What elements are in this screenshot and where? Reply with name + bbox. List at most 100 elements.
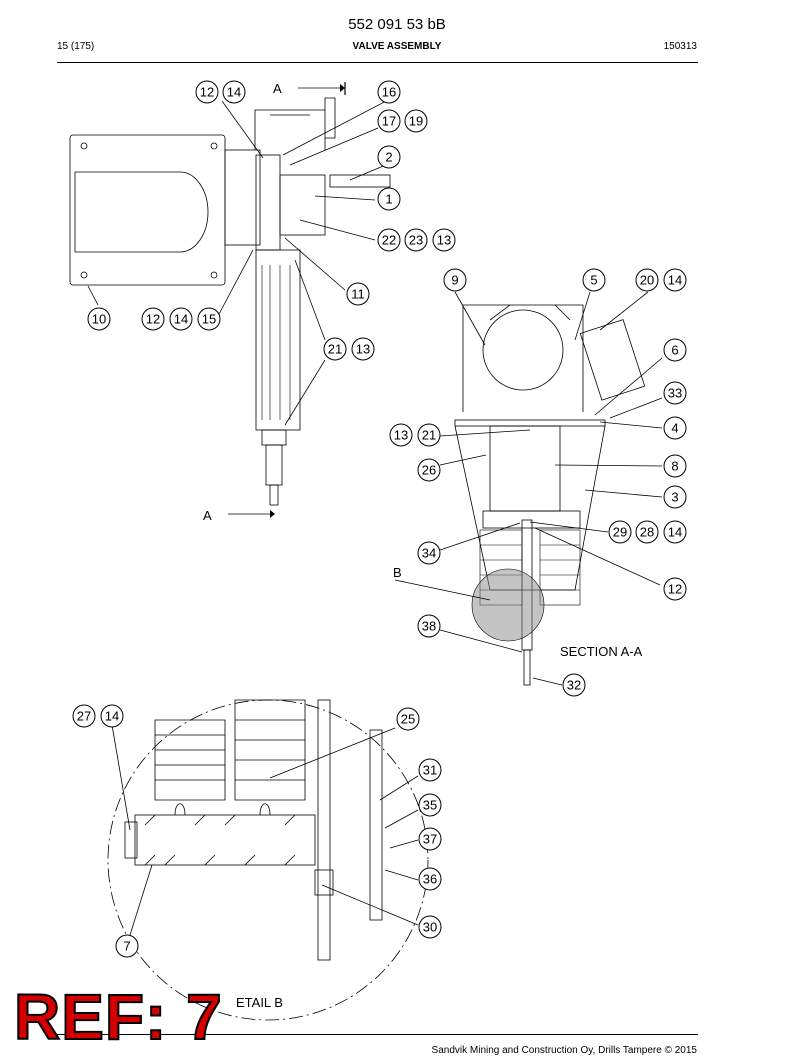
svg-text:38: 38 [422, 619, 436, 634]
callout-9: 9 [443, 268, 467, 292]
svg-text:11: 11 [351, 287, 365, 302]
callout-11: 11 [346, 282, 370, 306]
callout-34: 34 [417, 541, 441, 565]
callout-4: 4 [663, 416, 687, 440]
svg-text:15: 15 [202, 312, 216, 327]
svg-text:35: 35 [423, 798, 437, 813]
svg-text:31: 31 [423, 763, 437, 778]
svg-text:5: 5 [590, 273, 597, 288]
callout-13: 13 [351, 337, 375, 361]
svg-text:6: 6 [671, 343, 678, 358]
callout-26: 26 [417, 458, 441, 482]
svg-text:22: 22 [382, 233, 396, 248]
callout-14: 14 [663, 520, 687, 544]
callout-23: 23 [404, 228, 428, 252]
callout-3: 3 [663, 485, 687, 509]
section-arrow-top [340, 84, 345, 92]
ref-stamp: REF: 7 [13, 981, 223, 1053]
callout-13: 13 [389, 423, 413, 447]
front-view-drawing [69, 97, 391, 506]
footer-rule [57, 1034, 698, 1035]
callout-20: 20 [635, 268, 659, 292]
svg-text:14: 14 [668, 273, 682, 288]
svg-text:25: 25 [401, 712, 415, 727]
svg-text:37: 37 [423, 832, 437, 847]
svg-text:12: 12 [146, 312, 160, 327]
document-number: 552 091 53 bB [348, 16, 446, 33]
svg-text:10: 10 [92, 312, 106, 327]
svg-text:12: 12 [200, 85, 214, 100]
svg-text:13: 13 [356, 342, 370, 357]
callout-17: 17 [377, 109, 401, 133]
svg-text:28: 28 [640, 525, 654, 540]
detail-b-drawing [107, 699, 429, 1021]
header-rule [57, 62, 698, 63]
callout-13: 13 [432, 228, 456, 252]
svg-text:27: 27 [77, 709, 91, 724]
section-a-top-label: A [273, 81, 282, 96]
callout-22: 22 [377, 228, 401, 252]
callout-1: 1 [377, 187, 401, 211]
svg-text:12: 12 [668, 582, 682, 597]
svg-text:16: 16 [382, 85, 396, 100]
svg-text:26: 26 [422, 463, 436, 478]
svg-text:21: 21 [328, 342, 342, 357]
svg-text:7: 7 [123, 939, 130, 954]
svg-text:8: 8 [671, 459, 678, 474]
svg-text:23: 23 [409, 233, 423, 248]
callout-10: 10 [87, 307, 111, 331]
callout-30: 30 [418, 915, 442, 939]
svg-text:1: 1 [385, 192, 392, 207]
page-title: VALVE ASSEMBLY [352, 41, 442, 52]
svg-text:33: 33 [668, 386, 682, 401]
callout-14: 14 [100, 704, 124, 728]
svg-text:14: 14 [668, 525, 682, 540]
detail-b-label: ETAIL B [236, 995, 283, 1010]
svg-text:14: 14 [227, 85, 241, 100]
callout-12: 12 [195, 80, 219, 104]
svg-text:36: 36 [423, 872, 437, 887]
callout-29: 29 [608, 520, 632, 544]
callout-5: 5 [582, 268, 606, 292]
callout-19: 19 [404, 109, 428, 133]
section-aa-label: SECTION A-A [560, 644, 643, 659]
callout-8: 8 [663, 454, 687, 478]
callout-2: 2 [377, 145, 401, 169]
callout-35: 35 [418, 793, 442, 817]
copyright: Sandvik Mining and Construction Oy, Dril… [431, 1045, 697, 1056]
callout-31: 31 [418, 758, 442, 782]
section-aa-drawing [454, 304, 646, 686]
callout-12: 12 [141, 307, 165, 331]
callout-14: 14 [169, 307, 193, 331]
callout-38: 38 [417, 614, 441, 638]
callout-16: 16 [377, 80, 401, 104]
callout-15: 15 [197, 307, 221, 331]
callout-27: 27 [72, 704, 96, 728]
section-arrow-bottom [270, 510, 275, 518]
svg-text:14: 14 [174, 312, 188, 327]
callout-6: 6 [663, 338, 687, 362]
callout-21: 21 [323, 337, 347, 361]
svg-text:20: 20 [640, 273, 654, 288]
svg-text:19: 19 [409, 114, 423, 129]
svg-text:21: 21 [422, 428, 436, 443]
section-a-bottom-label: A [203, 508, 212, 523]
callout-25: 25 [396, 707, 420, 731]
svg-text:14: 14 [105, 709, 119, 724]
svg-text:34: 34 [422, 546, 436, 561]
callout-14: 14 [663, 268, 687, 292]
callout-37: 37 [418, 827, 442, 851]
svg-text:29: 29 [613, 525, 627, 540]
date-code: 150313 [663, 41, 697, 52]
callout-33: 33 [663, 381, 687, 405]
callout-7: 7 [115, 934, 139, 958]
svg-text:9: 9 [451, 273, 458, 288]
detail-b-marker-label: B [393, 565, 402, 580]
callout-21: 21 [417, 423, 441, 447]
leader-lines [87, 87, 663, 936]
callout-36: 36 [418, 867, 442, 891]
callout-12: 12 [663, 577, 687, 601]
callout-14: 14 [222, 80, 246, 104]
